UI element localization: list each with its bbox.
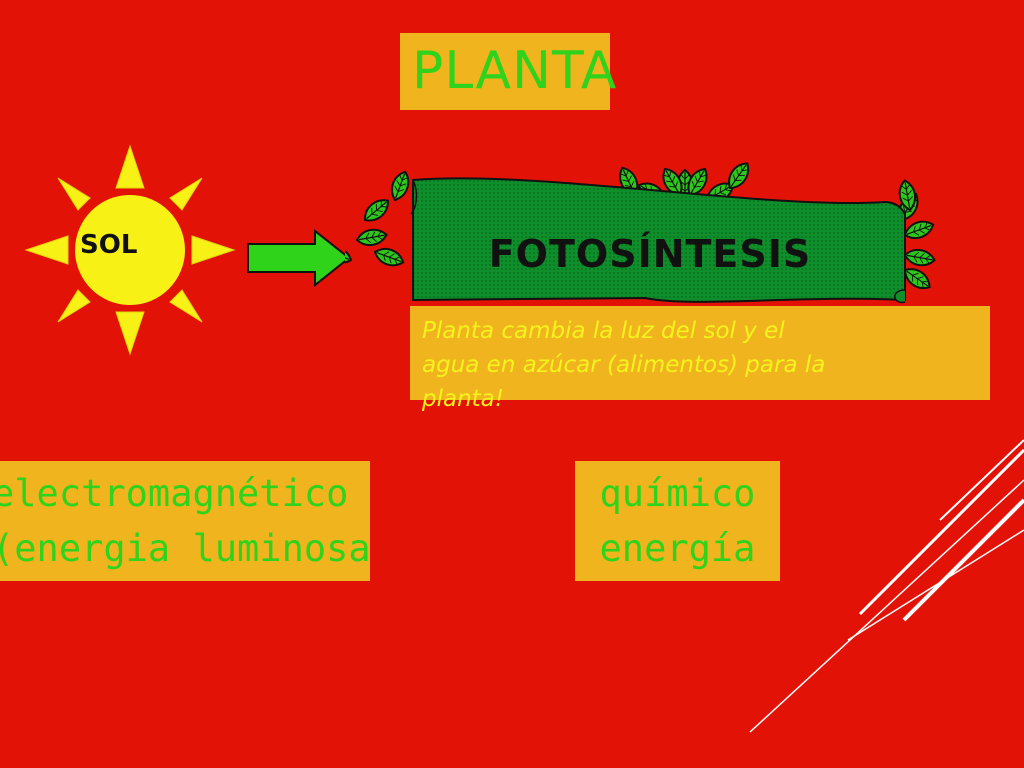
arrow-right-icon xyxy=(247,228,351,288)
energy-right-text: químico energía xyxy=(575,466,780,576)
description-line-2: agua en azúcar (alimentos) para la xyxy=(422,352,826,378)
description-line-3: planta! xyxy=(422,386,504,412)
title-box xyxy=(400,33,610,110)
plant-banner-icon xyxy=(345,158,937,304)
sun-label: SOL xyxy=(80,230,138,260)
energy-left-line-1: electromagnético xyxy=(0,472,349,515)
description-text: Planta cambia la luz del sol y el agua e… xyxy=(422,314,982,416)
energy-left-line-2: (energia luminosa xyxy=(0,527,371,570)
sun-icon xyxy=(24,144,236,356)
energy-left-text: electromagnético (energia luminosa xyxy=(0,466,372,576)
banner-label: FOTOSÍNTESIS xyxy=(488,232,812,276)
description-box xyxy=(410,306,990,400)
energy-right-line-1: químico xyxy=(599,472,756,515)
energy-right-line-2: energía xyxy=(599,527,756,570)
decorative-lines xyxy=(749,439,1024,733)
description-line-1: Planta cambia la luz del sol y el xyxy=(422,318,785,344)
energy-left-box xyxy=(0,461,370,581)
page-title: PLANTA xyxy=(412,41,618,101)
energy-right-box xyxy=(575,461,780,581)
